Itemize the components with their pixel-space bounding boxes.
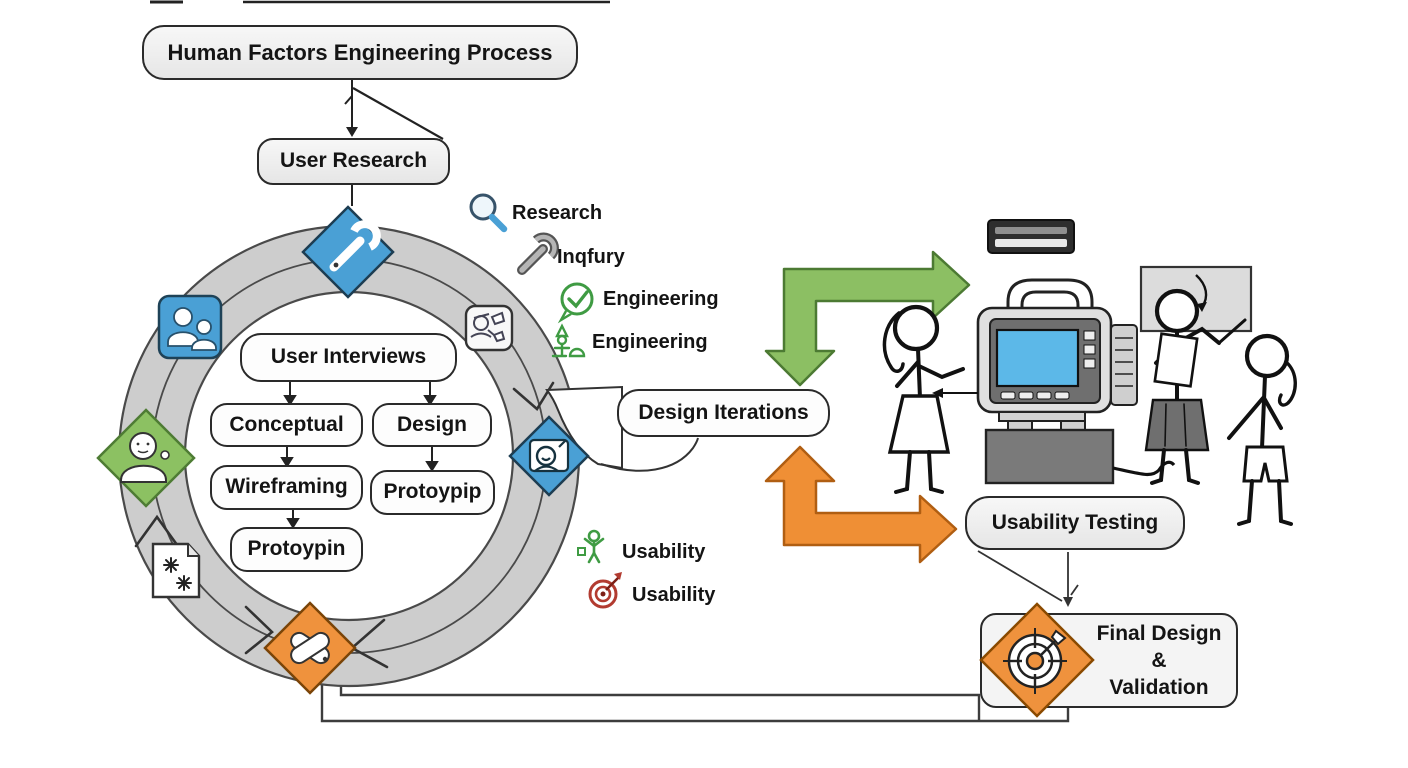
green-elbow-arrow	[764, 250, 971, 387]
inner-flow-arrows	[280, 382, 439, 529]
final-design-line2: &	[1151, 648, 1167, 672]
target-dart-icon	[588, 572, 622, 609]
skirt	[1144, 398, 1210, 452]
device-base	[984, 428, 1115, 485]
title-box: Human Factors Engineering Process	[142, 25, 578, 80]
design-box: Design	[372, 403, 492, 447]
wrench-icon	[329, 220, 381, 272]
legend-label-engineering2: Engineering	[592, 331, 708, 353]
wrench-diamond	[301, 205, 395, 299]
device-illustration	[932, 219, 1176, 485]
facilitator-figure	[1144, 288, 1247, 485]
wrench-icon-legend	[517, 232, 559, 275]
legend-label-usability2: Usability	[632, 584, 716, 606]
sketch-square	[464, 304, 514, 352]
design-iterations-box: Design Iterations	[617, 389, 830, 437]
people-icon	[167, 307, 217, 351]
people-square	[157, 294, 223, 360]
clipboard	[1153, 332, 1199, 388]
persona-sketch-icon	[470, 311, 506, 343]
review-screen-icon	[528, 438, 570, 473]
legend-label-research: Research	[512, 202, 603, 224]
user-research-box: User Research	[257, 138, 450, 185]
crossed-diamond	[263, 601, 357, 695]
device-cable	[1112, 460, 1176, 477]
protoypin-box: Protoypin	[230, 527, 363, 572]
orange-elbow-arrow	[764, 445, 958, 564]
protoypip-box: Protoypip	[370, 470, 495, 515]
tester-figure	[882, 304, 965, 494]
final-design-line3: Validation	[1109, 676, 1209, 700]
title-connector	[344, 80, 444, 206]
check-bubble-icon	[557, 282, 594, 324]
usability-testing-box: Usability Testing	[965, 496, 1185, 550]
device-screen	[995, 328, 1080, 388]
observer-figure	[1227, 333, 1297, 526]
wireframing-box: Wireframing	[210, 465, 363, 510]
final-design-line1: Final Design	[1096, 621, 1222, 645]
usability-final-connector	[977, 550, 1079, 607]
person-bust-icon	[120, 432, 170, 483]
final-design-box: Final Design & Validation	[980, 613, 1238, 708]
figure-flag-icon	[551, 323, 586, 358]
legend-label-inqfury: Inqfury	[557, 246, 625, 268]
bottom-connectors	[320, 678, 1070, 723]
device-left-arrow	[932, 388, 978, 398]
legend-label-usability1: Usability	[622, 541, 706, 563]
vent-component	[987, 219, 1075, 254]
user-interviews-box: User Interviews	[240, 333, 457, 382]
conceptual-box: Conceptual	[210, 403, 363, 447]
magnifier-icon	[469, 193, 508, 233]
legend-label-engineering1: Engineering	[603, 288, 719, 310]
design-iterations-connector	[545, 385, 699, 472]
person-arms-icon	[577, 529, 605, 564]
crossed-tools-icon	[290, 631, 330, 665]
review-diamond	[508, 415, 590, 497]
document-icon	[151, 542, 201, 599]
person-diamond	[96, 408, 196, 508]
